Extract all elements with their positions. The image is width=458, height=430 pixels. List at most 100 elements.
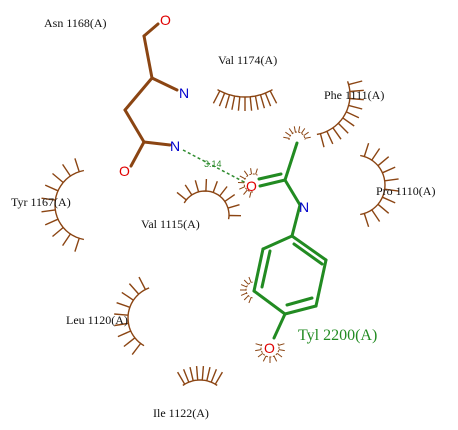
val-1174-contact-spoke (231, 95, 236, 110)
asn-bond-ca-n (150, 76, 179, 92)
ile-1122-contact-spoke (214, 371, 224, 385)
ligand-ring-contact-spoke (248, 276, 252, 283)
lig-bond-c-n (283, 178, 302, 207)
pro-1110-contact-spoke (382, 196, 396, 204)
ligand-contact-arcs (237, 126, 311, 363)
ligand-ch3-contact-spoke (288, 128, 294, 134)
val-1115-contact-spoke (205, 178, 208, 192)
leu-1120-contact-spoke (117, 330, 131, 338)
val-1174-contact-spoke (264, 92, 272, 107)
label-val-1115: Val 1115(A) (141, 217, 200, 231)
val-1115-contact-spoke (219, 186, 228, 197)
val-1174-contact-spoke (218, 92, 226, 107)
ile-1122-contact-arc (182, 379, 218, 386)
val-1174-contact-spoke (212, 90, 221, 104)
val-1115-contact-spoke (212, 180, 218, 193)
leu-1120-contact-spoke (114, 313, 129, 316)
ile-1122-contact (176, 366, 224, 386)
ligand-oh-contact-spoke (276, 352, 283, 358)
val-1115-contact (176, 178, 242, 220)
phe-1111-contact (316, 80, 364, 148)
atom-n-asn-backbone: N (179, 85, 189, 101)
phe-1111-contact-spoke (342, 117, 355, 127)
tyr-1167-contact-spoke (44, 218, 59, 226)
val-1115-contact-arc (183, 190, 230, 220)
leu-1120-contact-spoke (121, 291, 134, 301)
pro-1110-contact-spoke (384, 188, 399, 192)
phe-1111-contact-spoke (349, 97, 364, 101)
val-1115-contact-spoke (176, 191, 187, 201)
ligand-ch3-contact-spoke (303, 131, 309, 137)
phe-1111-contact-spoke (348, 104, 363, 110)
phe-1111-contact-spoke (337, 122, 349, 134)
hydrogen-bond (182, 149, 247, 184)
leu-1120-contact-spoke (123, 337, 136, 348)
pro-1110-contact-spoke (377, 156, 390, 167)
val-1174-contact-arc (217, 88, 273, 98)
val-1174-contact-spoke (259, 94, 266, 109)
atom-o-ligand-hydroxyl: O (264, 340, 275, 356)
pro-1110-contact-spoke (377, 203, 390, 214)
atom-n-asn-side: N (170, 138, 180, 154)
tyr-1167-contact-spoke (44, 184, 59, 192)
asn-bond-cg-nd (142, 140, 172, 147)
phe-1111-contact-spoke (332, 127, 342, 140)
val-1115-contact-spoke (224, 194, 236, 202)
leu-1120-contact (114, 276, 150, 356)
lig-ring-3b (285, 296, 314, 307)
asn-bond-c-ca (142, 34, 154, 80)
val-1174-contact-spoke (237, 96, 241, 111)
ligand-ch3-contact (283, 126, 311, 141)
label-tyr-1167: Tyr 1167(A) (11, 195, 71, 209)
tyr-1167-contact-spoke (52, 172, 64, 184)
leu-1120-contact-spoke (128, 283, 140, 295)
ligand-o-contact-spoke (239, 175, 246, 180)
ligand-o-contact-spoke (243, 189, 248, 195)
leu-1120-contact-arc (127, 287, 150, 347)
ligand-ring-contact-spoke (243, 279, 249, 285)
pro-1110-contact-spoke (363, 142, 370, 157)
ligand-ch3-contact-spoke (304, 136, 311, 139)
ile-1122-contact-spoke (195, 366, 199, 381)
atom-o-asn-top: O (160, 12, 171, 28)
val-1115-contact-spoke (227, 204, 240, 209)
ligand-oh-contact (255, 343, 285, 363)
ile-1122-contact-spoke (182, 368, 190, 383)
val-1174-contact-spoke (254, 95, 259, 110)
hbond-distance: 3.14 (204, 159, 222, 169)
ligand-o-contact (237, 168, 258, 198)
lig-ring-2 (314, 258, 328, 308)
asn-bond-ca-cb (123, 76, 154, 112)
ligand-oh-contact-spoke (273, 355, 278, 362)
tyr-1167-contact-spoke (41, 209, 56, 213)
pro-1110-contact-spoke (382, 166, 396, 174)
leu-1120-contact-spoke (114, 322, 129, 327)
lig-bond-c-o (258, 178, 287, 188)
atom-o-asn-side: O (119, 163, 130, 179)
label-pro-1110: Pro 1110(A) (376, 184, 435, 198)
lig-bond-c-o-double (257, 172, 283, 181)
ligand-oh-contact-spoke (255, 343, 262, 346)
pro-1110-contact-arc (360, 154, 386, 216)
lig-ring-4 (252, 289, 287, 316)
tyr-1167-contact-spoke (62, 233, 71, 246)
atom-o-ligand-carbonyl: O (246, 178, 257, 194)
ile-1122-contact-spoke (210, 368, 218, 383)
ligand-ch3-contact-spoke (293, 126, 296, 133)
lig-ring-1 (290, 234, 328, 262)
hydrophobic-arcs (41, 80, 399, 386)
val-1174-contact-spoke (249, 96, 253, 111)
ligand-bonds (252, 141, 328, 340)
ligand-ring-contact (240, 276, 253, 304)
tyr-1167-contact-spoke (74, 158, 80, 172)
leu-1120-contact-spoke (131, 343, 142, 356)
tyr-1167-contact-spoke (62, 164, 71, 177)
ile-1122-contact-spoke (206, 366, 211, 381)
label-leu-1120: Leu 1120(A) (66, 313, 128, 327)
phe-1111-contact-spoke (349, 89, 364, 93)
leu-1120-contact-spoke (116, 302, 131, 308)
lig-ring-5 (252, 247, 265, 293)
lig-bond-ch3-c (283, 141, 299, 182)
val-1174-contact (212, 88, 278, 111)
